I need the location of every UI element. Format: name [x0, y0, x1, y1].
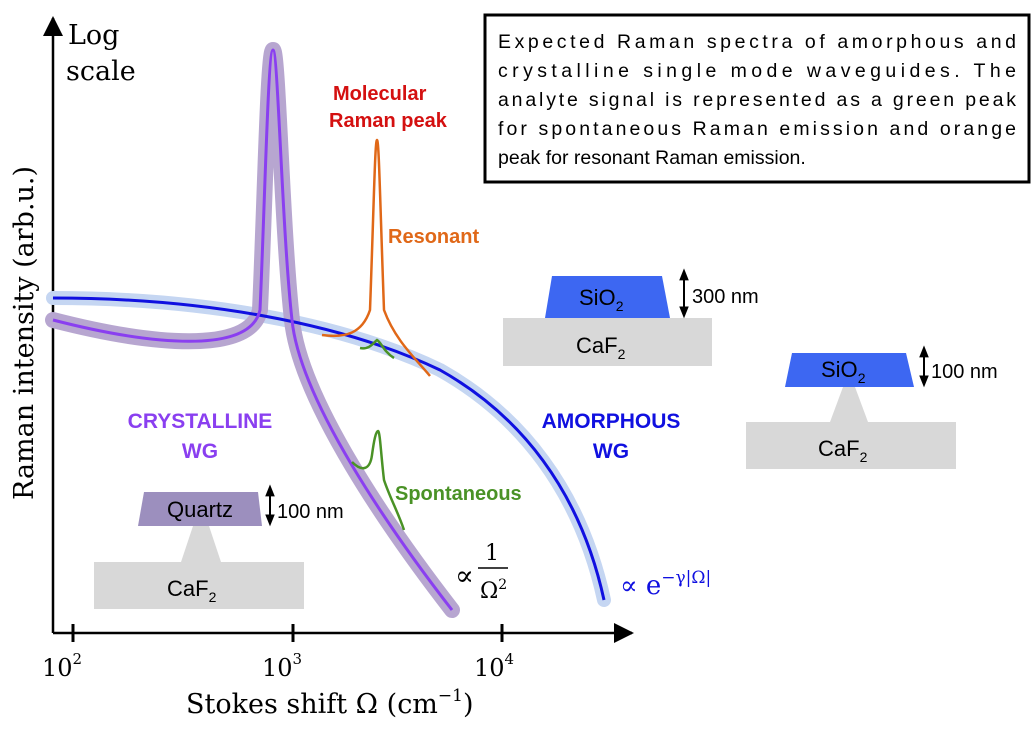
waveguide-quartz-100nm: Quartz CaF2 100 nm [94, 484, 344, 609]
y-axis-label: Raman intensity (arb.u.) [9, 166, 40, 500]
caption-box [483, 13, 1031, 184]
molecular-peak-label-line2: Raman peak [329, 110, 448, 132]
amorphous-wg-label-line2: WG [593, 440, 629, 463]
caf2-substrate [746, 422, 956, 469]
molecular-peak-label-line1: Molecular [333, 83, 427, 105]
x-tick-label-1e3: 103 [262, 650, 302, 682]
spontaneous-peak-amorphous [359, 338, 395, 360]
y-scale-label-log: Log [68, 20, 119, 51]
inverse-square-law: ∝ 1 Ω2 [455, 541, 508, 604]
x-axis-label: Stokes shift Ω (cm−1) [186, 686, 474, 720]
caf2-substrate-label: CaF2 [167, 576, 217, 605]
waveguide-sio2-300nm: SiO2 CaF2 300 nm [503, 268, 759, 366]
caption-line-3: analyte signal is represented as a green… [498, 89, 1016, 111]
quartz-core [138, 492, 262, 526]
caf2-substrate-label: CaF2 [576, 333, 626, 362]
inverse-square-denominator: Ω2 [480, 577, 507, 604]
inverse-square-numerator: 1 [485, 541, 499, 566]
caf2-substrate-label: CaF2 [818, 436, 868, 465]
sio2-core [545, 276, 670, 318]
y-scale-label-scale: scale [66, 56, 136, 87]
resonant-label: Resonant [388, 226, 479, 248]
caf2-substrate [94, 562, 304, 609]
quartz-core-label: Quartz [167, 497, 233, 522]
amorphous-curve [52, 296, 606, 601]
thickness-label: 300 nm [692, 286, 759, 308]
spontaneous-peak-crystalline [351, 429, 406, 531]
spontaneous-label: Spontaneous [395, 483, 522, 505]
caption-line-1: Expected Raman spectra of amorphous and [498, 31, 1016, 53]
crystalline-curve [52, 48, 454, 611]
inverse-square-prop-symbol: ∝ [455, 559, 474, 592]
caption-line-2: crystalline single mode waveguides. The [498, 60, 1016, 82]
x-tick-label-1e2: 102 [42, 650, 82, 682]
pedestal [830, 387, 868, 422]
thickness-label: 100 nm [931, 361, 998, 383]
crystalline-wg-label-line1: CRYSTALLINE [128, 410, 273, 433]
sio2-core [785, 353, 914, 387]
pedestal [181, 526, 221, 562]
waveguide-sio2-100nm: SiO2 CaF2 100 nm [746, 345, 998, 469]
sio2-core-label: SiO2 [579, 285, 624, 314]
caf2-substrate [503, 318, 712, 366]
thickness-label: 100 nm [277, 501, 344, 523]
crystalline-wg-label-line2: WG [182, 440, 218, 463]
x-tick-label-1e4: 104 [474, 650, 514, 682]
amorphous-wg-label-line1: AMORPHOUS [542, 410, 681, 433]
exp-decay-law: ∝ e−γ|Ω| [620, 568, 711, 601]
sio2-core-label: SiO2 [821, 357, 866, 386]
resonant-peak [321, 138, 431, 377]
caption-line-5: peak for resonant Raman emission. [498, 147, 806, 169]
